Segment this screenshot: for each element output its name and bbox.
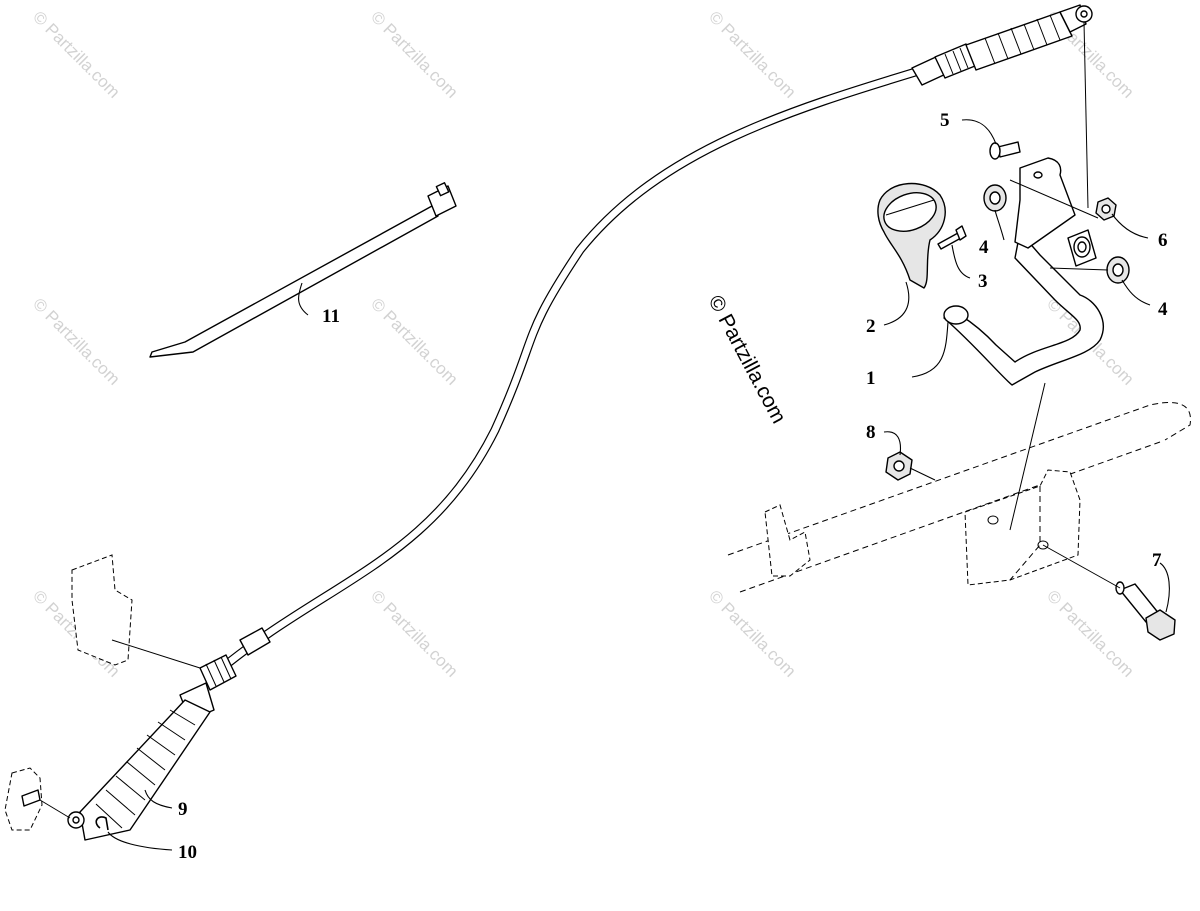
shift-cable xyxy=(67,4,1093,841)
callout-labels: 1 2 3 4 4 5 6 7 8 9 10 11 xyxy=(178,110,1168,863)
part-2-shift-knob xyxy=(877,182,946,289)
callout-1: 1 xyxy=(866,368,876,389)
part-1-shift-lever xyxy=(943,229,1104,386)
part-5-bolt xyxy=(989,141,1021,160)
callout-3: 3 xyxy=(978,271,988,292)
part-6-nut xyxy=(1095,197,1117,221)
watermark: © Partzilla.com xyxy=(29,294,123,388)
callout-4: 4 xyxy=(979,237,989,258)
callout-7: 7 xyxy=(1152,550,1162,571)
callout-11: 11 xyxy=(322,306,340,327)
callout-9: 9 xyxy=(178,799,188,820)
watermark: © Partzilla.com xyxy=(1043,586,1137,680)
watermark: © Partzilla.com xyxy=(367,586,461,680)
part-4-washer-upper xyxy=(983,184,1007,212)
callout-8: 8 xyxy=(866,422,876,443)
frame-reference xyxy=(4,402,1191,831)
callout-2: 2 xyxy=(866,316,876,337)
callout-5: 5 xyxy=(940,110,950,131)
callout-10: 10 xyxy=(178,842,197,863)
part-10-clip xyxy=(95,816,109,831)
copyright-text: © Partzilla.com xyxy=(704,292,791,428)
part-3-screw xyxy=(937,225,967,250)
watermark: © Partzilla.com xyxy=(29,7,123,101)
pivot-bracket xyxy=(1014,157,1076,249)
callout-4: 4 xyxy=(1158,299,1168,320)
leader-lines xyxy=(107,119,1170,851)
part-11-cable-tie xyxy=(149,182,457,358)
part-4-washer-lower xyxy=(1106,256,1130,284)
watermark: © Partzilla.com xyxy=(367,294,461,388)
part-7-bolt xyxy=(1115,581,1176,641)
watermark: © Partzilla.com xyxy=(367,7,461,101)
watermark: © Partzilla.com xyxy=(705,586,799,680)
watermark: © Partzilla.com xyxy=(705,7,799,101)
assembly-lines xyxy=(39,21,1121,819)
part-8-nut xyxy=(885,451,913,481)
callout-6: 6 xyxy=(1158,230,1168,251)
